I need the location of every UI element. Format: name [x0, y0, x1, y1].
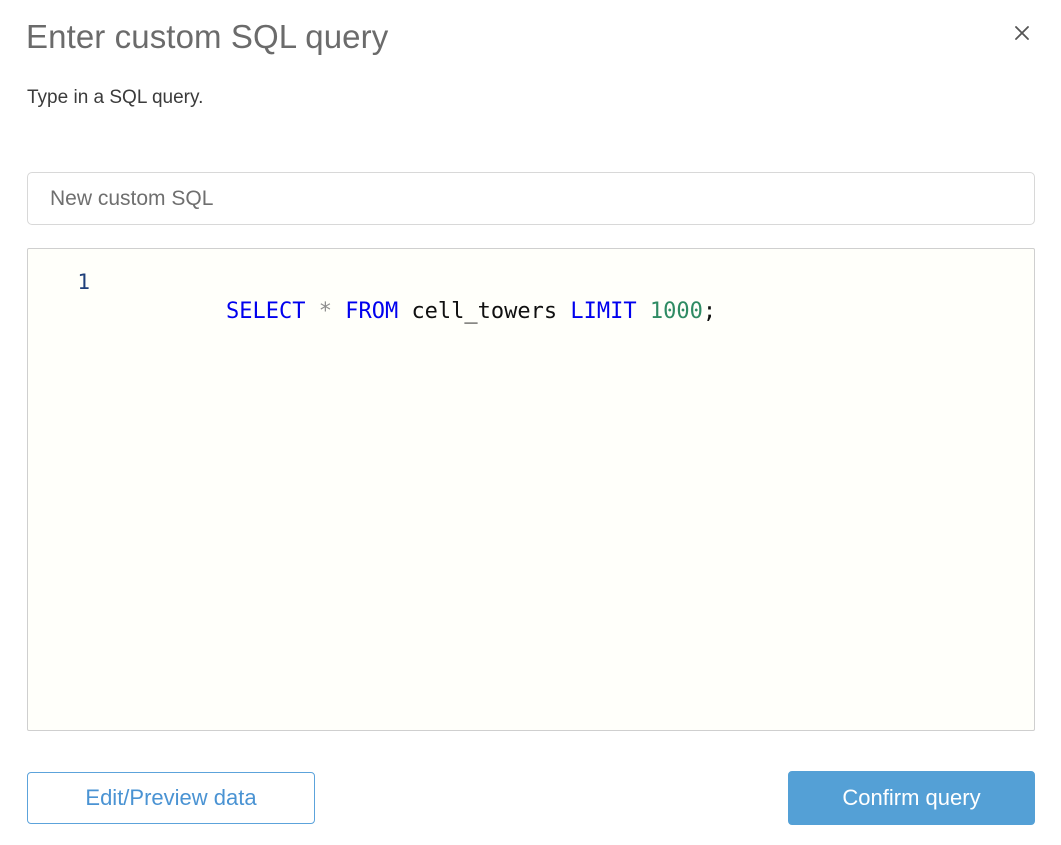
confirm-query-button[interactable]: Confirm query [788, 771, 1035, 825]
dialog-subtitle: Type in a SQL query. [27, 87, 204, 108]
sql-token-space-3 [398, 299, 411, 324]
sql-token-select: SELECT [225, 299, 306, 324]
query-name-field-wrapper [27, 172, 1035, 225]
sql-code-line[interactable]: SELECT * FROM cell_towers LIMIT 1000; [100, 267, 1034, 357]
sql-editor[interactable]: 1 SELECT * FROM cell_towers LIMIT 1000; [27, 248, 1035, 731]
sql-token-semicolon: ; [702, 299, 717, 324]
sql-token-limit-value: 1000 [649, 299, 703, 324]
sql-token-space-5 [637, 299, 650, 324]
sql-token-from: FROM [345, 299, 399, 324]
query-name-input[interactable] [27, 172, 1035, 225]
editor-line-number: 1 [77, 270, 90, 294]
sql-token-space-2 [332, 299, 345, 324]
sql-editor-inner: 1 SELECT * FROM cell_towers LIMIT 1000; [28, 249, 1034, 357]
sql-token-limit: LIMIT [570, 299, 637, 324]
close-icon[interactable] [1007, 18, 1037, 48]
sql-token-table-name: cell_towers [411, 299, 558, 324]
sql-token-star: * [318, 299, 332, 324]
sql-token-space-4 [557, 299, 570, 324]
page-title: Enter custom SQL query [26, 18, 389, 55]
sql-token-space-1 [305, 299, 318, 324]
edit-preview-data-button[interactable]: Edit/Preview data [27, 772, 315, 824]
